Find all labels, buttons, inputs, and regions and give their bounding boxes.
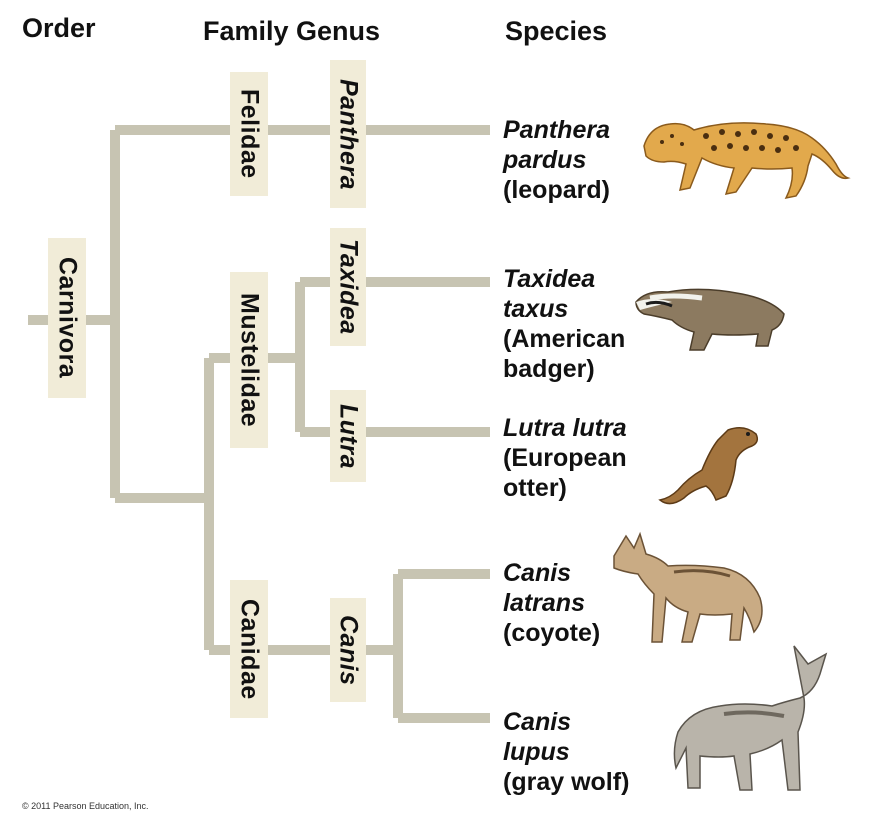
family-genus-header: Family Genus	[203, 16, 381, 46]
species-taxidea-taxus: Taxidea taxus (American badger)	[503, 264, 625, 384]
copyright-notice: © 2011 Pearson Education, Inc.	[22, 801, 149, 811]
species-scientific-name: Canis	[503, 559, 572, 587]
species-common-name: (leopard)	[503, 176, 610, 204]
order-label: Carnivora	[53, 257, 82, 379]
species-lutra-lutra: Lutra lutra (European otter)	[503, 413, 627, 503]
family-label-felidae: Felidae	[235, 89, 264, 179]
species-canis-lupus: Canis lupus (gray wolf)	[503, 707, 629, 797]
gray-wolf-icon	[673, 645, 828, 791]
species-common-name: (American	[503, 325, 626, 353]
genus-label-taxidea: Taxidea	[334, 239, 363, 335]
genus-label-canis: Canis	[334, 614, 363, 686]
genus-box-panthera: Panthera	[330, 60, 366, 208]
species-canis-latrans: Canis latrans (coyote)	[503, 558, 600, 648]
species-common-name: (European	[503, 444, 627, 472]
family-label-canidae: Canidae	[235, 598, 264, 700]
genus-box-canis: Canis	[330, 598, 366, 702]
badger-icon	[635, 288, 785, 351]
genus-label-lutra: Lutra	[334, 403, 363, 469]
order-header: Order	[22, 13, 96, 43]
species-common-name-line2: otter)	[503, 474, 567, 502]
species-scientific-name-line2: taxus	[503, 295, 569, 323]
species-scientific-name: Lutra lutra	[503, 414, 627, 442]
species-common-name-line2: badger)	[503, 355, 595, 383]
species-header: Species	[505, 16, 608, 46]
otter-icon	[658, 427, 759, 505]
genus-box-taxidea: Taxidea	[330, 228, 366, 346]
species-scientific-name: Panthera	[503, 116, 610, 144]
species-common-name: (gray wolf)	[503, 768, 630, 796]
species-common-name: (coyote)	[503, 619, 601, 647]
family-box-felidae: Felidae	[230, 72, 268, 196]
coyote-icon	[613, 531, 763, 643]
species-scientific-name-line2: lupus	[503, 738, 570, 766]
family-box-mustelidae: Mustelidae	[230, 272, 268, 448]
order-box-carnivora: Carnivora	[48, 238, 86, 398]
species-scientific-name: Canis	[503, 708, 572, 736]
species-scientific-name-line2: pardus	[503, 146, 587, 174]
genus-label-panthera: Panthera	[334, 78, 363, 190]
species-scientific-name-line2: latrans	[503, 589, 585, 617]
family-label-mustelidae: Mustelidae	[235, 292, 264, 428]
leopard-icon	[643, 122, 851, 200]
family-box-canidae: Canidae	[230, 580, 268, 718]
species-scientific-name: Taxidea	[503, 265, 596, 293]
species-panthera-pardus: Panthera pardus (leopard)	[503, 115, 610, 205]
genus-box-lutra: Lutra	[330, 390, 366, 482]
